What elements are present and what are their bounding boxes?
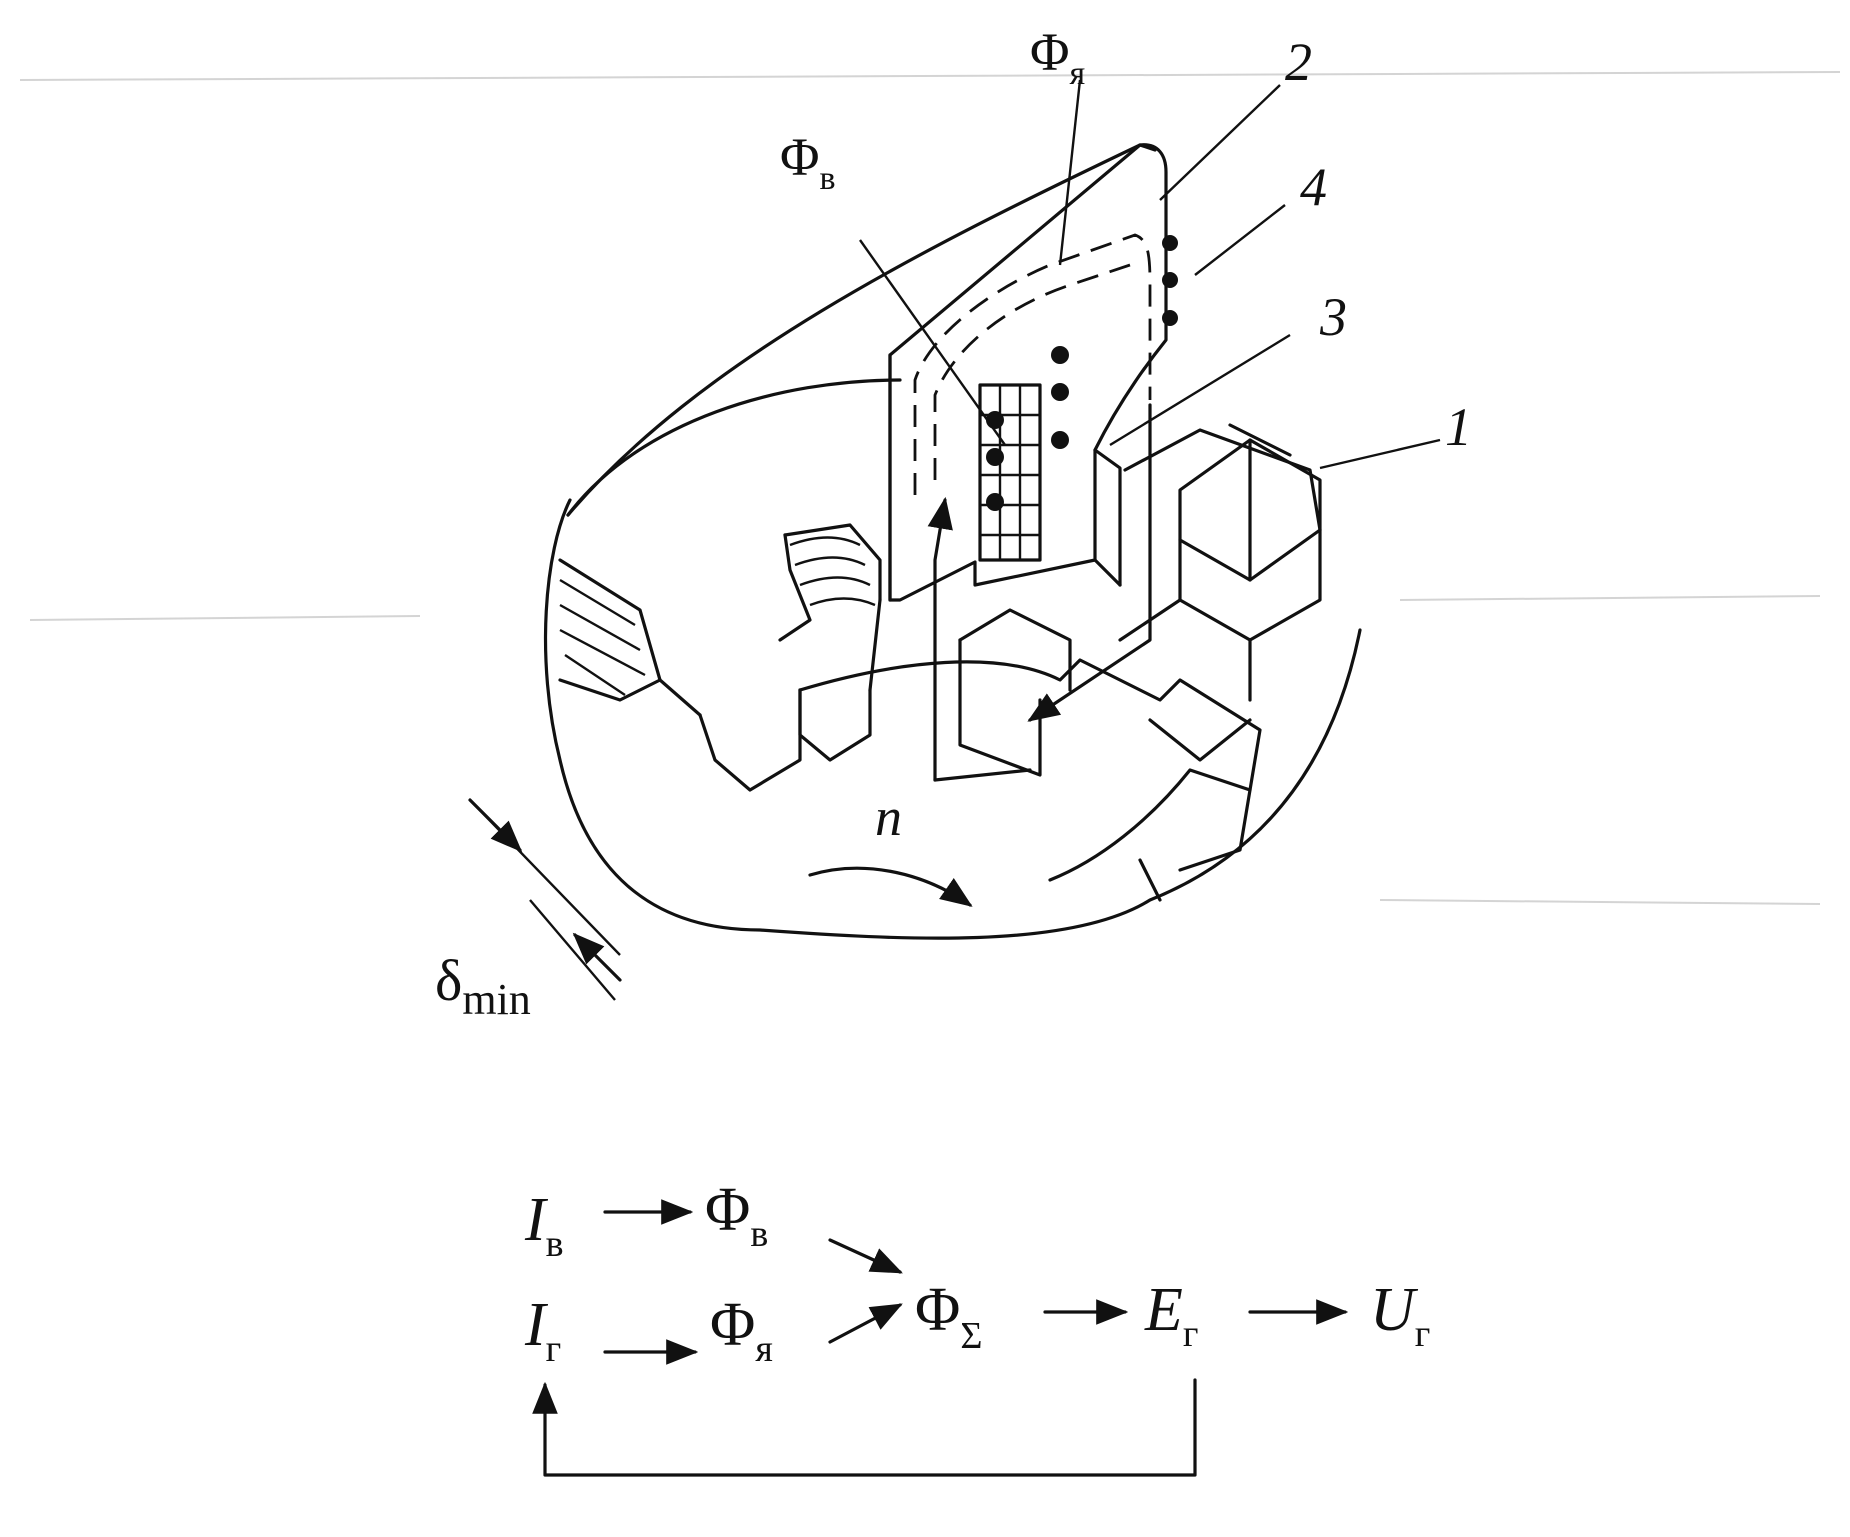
- main-pole: [888, 143, 1168, 602]
- leader-flux-excitation: [859, 239, 1006, 446]
- label-part-3: 3: [1319, 287, 1347, 347]
- rotor: [798, 658, 1262, 882]
- label-part-2: 2: [1285, 32, 1312, 92]
- air-gap-dimension: [468, 798, 622, 1001]
- scheme-flux-excitation: Φв: [705, 1176, 768, 1255]
- label-part-1: 1: [1445, 397, 1472, 457]
- scheme-voltage: Uг: [1370, 1276, 1430, 1355]
- causal-scheme: Iв Φв Iг Φя ΦΣ Eг Uг: [524, 1176, 1430, 1477]
- stator-housing: [566, 143, 1142, 517]
- stator-slot-hatching: [558, 523, 882, 702]
- stator-outline: [543, 498, 1362, 940]
- drawing-labels: Φя Φв 2 4 3 1 n δmin: [435, 22, 1472, 1024]
- page-bleed-through: [19, 71, 1841, 905]
- armature-winding-dots: [1162, 235, 1178, 326]
- label-flux-excitation: Φв: [780, 127, 836, 197]
- feedback-loop: [532, 1378, 1197, 1477]
- flux-paths: [913, 233, 1152, 782]
- leader-1: [1319, 438, 1441, 470]
- scheme-arrows: [603, 1199, 1349, 1365]
- generator-drawing: [468, 79, 1441, 1001]
- label-rotation: n: [875, 787, 902, 847]
- label-part-4: 4: [1300, 157, 1327, 217]
- field-coil: [978, 346, 1069, 562]
- rotation-arrow: [808, 866, 973, 907]
- leader-2: [1159, 84, 1281, 201]
- scheme-i-excitation: Iв: [524, 1186, 564, 1265]
- scheme-i-generator: Iг: [524, 1291, 561, 1370]
- label-air-gap: δmin: [435, 948, 531, 1024]
- scheme-emf: Eг: [1144, 1276, 1198, 1355]
- scheme-flux-total: ΦΣ: [915, 1276, 982, 1357]
- leader-3: [1109, 333, 1291, 447]
- leader-flux-armature: [1058, 79, 1082, 266]
- leader-4: [1194, 204, 1286, 276]
- label-flux-armature: Φя: [1030, 22, 1085, 92]
- scheme-flux-armature: Φя: [710, 1291, 773, 1370]
